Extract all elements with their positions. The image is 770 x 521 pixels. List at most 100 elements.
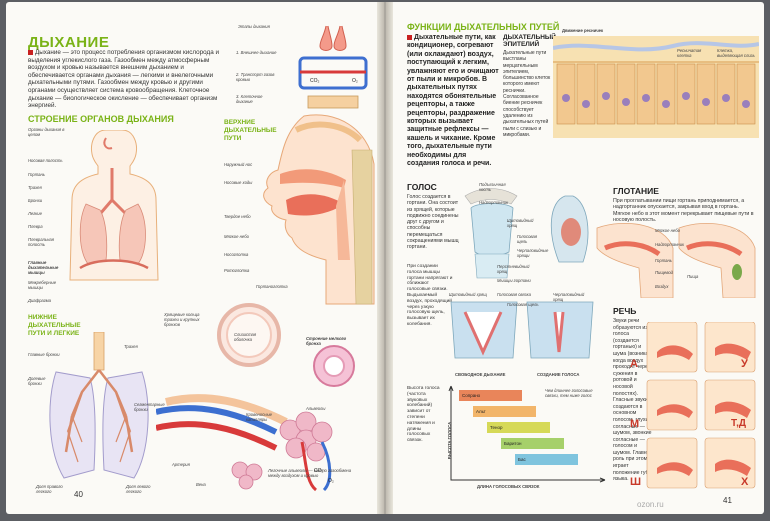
- swallow-diagram: [596, 222, 756, 298]
- svg-text:CO₂: CO₂: [310, 78, 320, 84]
- section-organs-title: СТРОЕНИЕ ОРГАНОВ ДЫХАНИЯ: [28, 114, 174, 124]
- label-lungs: Легкие: [28, 211, 42, 216]
- book-spread: ДЫХАНИЕ Дыхание — это процесс потреблени…: [6, 2, 764, 517]
- label-oropharynx: Ротоглотка: [224, 268, 250, 273]
- label-ciliated-cell: Ресничатая клетка: [677, 48, 702, 58]
- letter-m: М: [630, 418, 640, 430]
- stage-2-label: 2. Транспорт газов кровью: [236, 72, 275, 82]
- cilia-label: Движение ресничек: [562, 28, 604, 33]
- label-capillaries: Кровеносные капилляры: [246, 412, 272, 422]
- letter-sh: Ш: [630, 476, 642, 488]
- label-laryngopharynx: Гортаноглотка: [256, 284, 288, 289]
- label-vocal-cord: Голосовая связка: [497, 292, 531, 297]
- label-left-lobe: Доля левого легкого: [126, 484, 151, 494]
- label-main-muscles: Главные дыхательные мышцы: [28, 260, 59, 275]
- label-pleura: Плевра: [28, 224, 43, 229]
- label-nasopharynx: Носоглотка: [224, 252, 249, 257]
- label-intercostal: Межреберные мышцы: [28, 280, 57, 290]
- torso-diagram: [69, 130, 159, 281]
- larynx-diagram: [464, 188, 589, 279]
- label-mucus-cell: Клетка, выделяющая слизь: [717, 48, 755, 58]
- caption-voice-creation: СОЗДАНИЕ ГОЛОСА: [537, 372, 580, 377]
- label-right-lobe: Доля правого легкого: [36, 484, 63, 494]
- swallow-text: При проглатывании пищи гортань приподним…: [613, 198, 754, 224]
- intro-text: Дыхание — это процесс потребления органи…: [28, 49, 219, 110]
- label-swallow-soft-palate: Мягкое небо: [655, 228, 680, 233]
- letter-h: Х: [741, 476, 749, 488]
- label-main-bronchi: Главные бронхи: [28, 352, 60, 357]
- label-soft-palate: Мягкое небо: [224, 234, 249, 239]
- speech-text: Звуки речи образуются из голоса (создает…: [613, 318, 655, 483]
- voice-text-2: При создании голоса мышцы гортани напряг…: [407, 264, 453, 327]
- svg-text:O₂: O₂: [328, 478, 334, 484]
- label-swallow-epiglottis: Надгортанник: [655, 242, 685, 247]
- label-swallow-esophagus: Пищевод: [655, 270, 673, 275]
- chart-axes: [448, 385, 606, 483]
- page-title: ДЫХАНИЕ: [28, 34, 110, 51]
- chart-y-label: ВЫСОТА ГОЛОСА: [447, 421, 453, 460]
- bronchus-title: Строение мелкого бронха: [306, 336, 347, 346]
- svg-text:O₂: O₂: [352, 78, 358, 84]
- stage-3-label: 3. Клеточное дыхание: [236, 94, 263, 104]
- label-vein: Вена: [196, 482, 206, 487]
- label-arytenoid: Черпаловидные хрящи: [517, 248, 549, 258]
- label-food: Пища: [687, 274, 699, 279]
- letter-t-d: Т,Д: [731, 418, 747, 429]
- label-trachea-lower: Трахея: [124, 344, 138, 349]
- stage-1-label: 1. Внешнее дыхание: [236, 50, 277, 55]
- section-upper-title: ВЕРХНИЕ ДЫХАТЕЛЬНЫЕ ПУТИ: [224, 119, 277, 142]
- caption-free-breathing: СВОБОДНОЕ ДЫХАНИЕ: [455, 372, 506, 377]
- functions-title: ФУНКЦИИ ДЫХАТЕЛЬНЫХ ПУТЕЙ: [407, 22, 560, 32]
- label-alveoli: Альвеолы: [306, 406, 326, 411]
- label-vocal-slit: Голосовая щель: [507, 302, 539, 307]
- right-page-number: 41: [723, 496, 732, 505]
- label-diaphragm: Диафрагма: [28, 298, 51, 303]
- label-organs-whole: Органы дыхания в целом: [28, 127, 65, 137]
- functions-text: Дыхательные пути, как кондиционер, согре…: [407, 34, 499, 168]
- bullet-icon: [407, 34, 412, 40]
- label-lobar-bronchi: Долевые бронхи: [28, 376, 46, 386]
- chart-bar-4: Баритон: [501, 438, 564, 449]
- voice-text: Голос создается в гортани. Она состоит и…: [407, 194, 459, 251]
- svg-text:CO₂: CO₂: [314, 468, 324, 474]
- bullet-icon: [28, 49, 33, 55]
- label-nasal: Носовая полость: [28, 158, 63, 163]
- voice-title: ГОЛОС: [407, 182, 437, 192]
- chart-note: Чем длиннее голосовые связки, тем ниже г…: [545, 388, 593, 398]
- label-artery: Артерия: [172, 462, 190, 467]
- lungs-diagram: [49, 332, 149, 479]
- right-page: ФУНКЦИИ ДЫХАТЕЛЬНЫХ ПУТЕЙ Дыхательные пу…: [387, 2, 764, 514]
- label-cricoid: Перстневидный хрящ: [497, 264, 530, 274]
- label-trachea: Трахея: [28, 185, 42, 190]
- letter-a: А: [630, 358, 638, 370]
- voice-text-3: Высота голоса (частота звуковых колебани…: [407, 386, 440, 444]
- label-bronchi: Бронхи: [28, 198, 43, 203]
- label-glottis-thyroid: Щитовидный хрящ: [449, 292, 487, 297]
- label-swallow-larynx: Гортань: [655, 258, 672, 263]
- chart-bar-5: Бас: [515, 454, 578, 465]
- label-thyroid: Щитовидный хрящ: [507, 218, 534, 228]
- label-pleural-cavity: Плевральная полость: [28, 237, 54, 247]
- section-lower-title: НИЖНИЕ ДЫХАТЕЛЬНЫЕ ПУТИ И ЛЕГКИЕ: [28, 314, 81, 337]
- label-glottis-arytenoid: Черпаловидный хрящ: [553, 292, 585, 302]
- chart-bar-3: Тенор: [487, 422, 550, 433]
- glottis-diagram: [450, 301, 594, 359]
- chart-bar-2: Альт: [473, 406, 536, 417]
- label-epiglottis: Надгортанник: [479, 200, 509, 205]
- label-segment-bronchi: Сегментарные бронхи: [134, 402, 165, 412]
- epithelium-text: Дыхательные пути выстланы мерцательным э…: [503, 50, 551, 138]
- label-glottis: Голосовая щель: [517, 234, 538, 244]
- left-page-number: 40: [74, 490, 83, 499]
- speech-grid: [643, 322, 759, 492]
- trachea-ring-diagram: [217, 303, 281, 367]
- label-larynx-muscles: Мышцы гортани: [497, 278, 531, 283]
- watermark: ozon.ru: [637, 500, 664, 509]
- head-section-diagram: [263, 114, 375, 305]
- letter-u: У: [741, 358, 748, 370]
- label-nasal-passages: Носовые ходы: [224, 180, 253, 185]
- label-air: Воздух: [655, 284, 669, 289]
- label-larynx: Гортань: [28, 172, 45, 177]
- speech-heads: [646, 322, 756, 489]
- label-hyoid: Подъязычная кость: [479, 182, 506, 192]
